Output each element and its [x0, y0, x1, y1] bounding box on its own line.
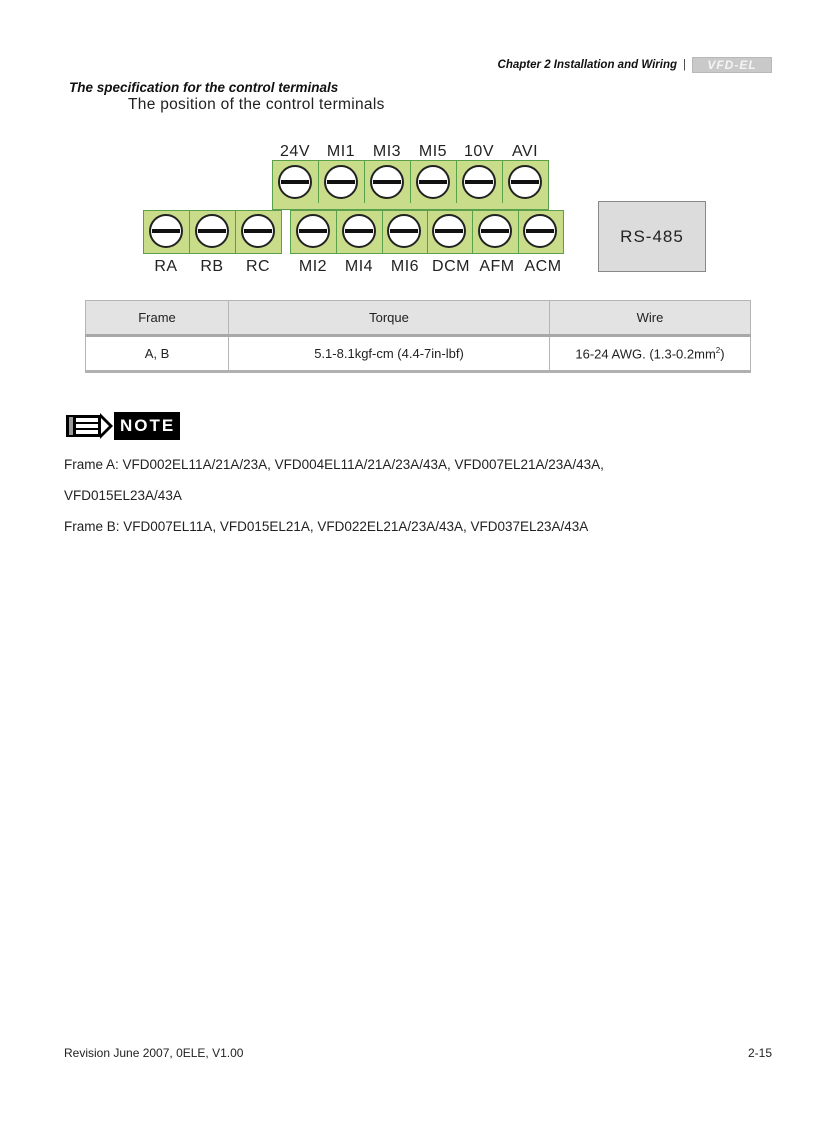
pencil-note-icon	[66, 412, 114, 440]
terminal-avi	[503, 161, 549, 203]
terminal-24v	[273, 161, 319, 203]
note-line-frame-a: Frame A: VFD002EL11A/21A/23A, VFD004EL11…	[64, 457, 604, 472]
terminal-label: MI5	[418, 143, 448, 160]
screw-icon	[462, 165, 496, 199]
rs485-label: RS-485	[620, 226, 684, 246]
terminal-spec-table: Frame Torque Wire A, B 5.1-8.1kgf-cm (4.…	[85, 300, 751, 373]
terminal-mi4	[337, 211, 383, 253]
relay-terminal-labels: RA RB RC	[143, 258, 281, 276]
note-badge: NOTE	[66, 412, 181, 440]
table-row: A, B 5.1-8.1kgf-cm (4.4-7in-lbf) 16-24 A…	[85, 335, 751, 373]
screw-icon	[195, 214, 229, 248]
terminal-10v	[457, 161, 503, 203]
screw-icon	[432, 214, 466, 248]
terminal-label: MI3	[372, 143, 402, 160]
top-terminal-labels: 24V MI1 MI3 MI5 10V AVI	[272, 143, 548, 161]
note-label: NOTE	[114, 412, 181, 440]
terminal-mi5	[411, 161, 457, 203]
top-terminal-block	[272, 160, 549, 210]
screw-icon	[387, 214, 421, 248]
terminal-mi1	[319, 161, 365, 203]
bottom-terminal-block	[290, 210, 564, 254]
screw-icon	[370, 165, 404, 199]
rs485-port: RS-485	[598, 201, 706, 272]
column-header-frame: Frame	[85, 300, 229, 337]
column-header-torque: Torque	[228, 300, 550, 337]
cell-torque: 5.1-8.1kgf-cm (4.4-7in-lbf)	[228, 335, 550, 373]
wire-value: 16-24 AWG. (1.3-0.2mm	[575, 346, 716, 362]
terminal-mi6	[382, 211, 428, 253]
section-title: The specification for the control termin…	[69, 80, 339, 95]
terminal-label: AVI	[511, 143, 539, 160]
terminal-label: AFM	[479, 258, 515, 275]
terminal-label: ACM	[524, 258, 562, 275]
footer-revision: Revision June 2007, 0ELE, V1.00	[64, 1046, 244, 1060]
column-header-wire: Wire	[549, 300, 751, 337]
vfd-el-logo: VFD-EL	[692, 57, 772, 73]
terminal-label: 24V	[280, 143, 310, 160]
section-subtitle: The position of the control terminals	[128, 96, 385, 113]
screw-icon	[278, 165, 312, 199]
terminal-acm	[518, 211, 564, 253]
cell-wire: 16-24 AWG. (1.3-0.2mm2)	[549, 335, 751, 373]
terminal-rb	[190, 211, 236, 253]
screw-icon	[324, 165, 358, 199]
terminal-label: 10V	[464, 143, 494, 160]
terminal-mi2	[291, 211, 337, 253]
terminal-mi3	[365, 161, 411, 203]
terminal-rc	[236, 211, 282, 253]
header-separator: |	[683, 59, 686, 71]
terminal-label: MI4	[344, 258, 374, 275]
footer-page-number: 2-15	[747, 1046, 772, 1060]
note-line-frame-a-cont: VFD015EL23A/43A	[64, 488, 182, 503]
terminal-afm	[473, 211, 519, 253]
terminal-ra	[144, 211, 190, 253]
screw-icon	[296, 214, 330, 248]
screw-icon	[478, 214, 512, 248]
table-header-row: Frame Torque Wire	[85, 300, 751, 337]
terminal-label: RC	[245, 258, 271, 275]
wire-superscript: 2	[715, 345, 721, 355]
terminal-label: DCM	[432, 258, 470, 275]
terminal-label: MI6	[390, 258, 420, 275]
screw-icon	[416, 165, 450, 199]
bottom-terminal-labels: MI2 MI4 MI6 DCM AFM ACM	[290, 258, 566, 276]
page-header: Chapter 2 Installation and Wiring | VFD-…	[498, 57, 772, 73]
terminal-label: MI2	[298, 258, 328, 275]
relay-terminal-block	[143, 210, 282, 254]
terminal-label: MI1	[326, 143, 356, 160]
screw-icon	[241, 214, 275, 248]
cell-frame: A, B	[85, 335, 229, 373]
terminal-label: RB	[200, 258, 224, 275]
wire-close: )	[720, 346, 725, 362]
screw-icon	[508, 165, 542, 199]
terminal-dcm	[427, 211, 473, 253]
screw-icon	[523, 214, 557, 248]
screw-icon	[149, 214, 183, 248]
screw-icon	[342, 214, 376, 248]
terminal-label: RA	[154, 258, 178, 275]
chapter-title: Chapter 2 Installation and Wiring	[497, 59, 677, 71]
note-line-frame-b: Frame B: VFD007EL11A, VFD015EL21A, VFD02…	[64, 519, 589, 534]
